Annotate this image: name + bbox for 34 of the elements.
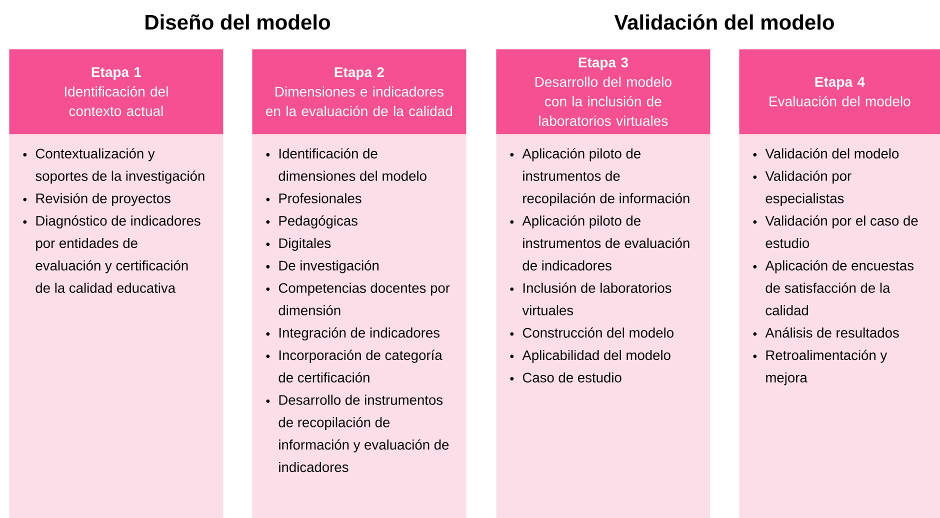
list-item: Validación por el caso de estudio [753, 215, 918, 248]
list-item: Aplicación piloto de instrumentos de recopilación de información [510, 148, 690, 206]
stage-panel [739, 134, 940, 518]
list-item: Validación por especialistas [753, 170, 852, 206]
list-item: Caso de estudio [510, 372, 622, 382]
list-item: Diagnóstico de indicadores por entidades de evaluación y certificación de la calidad educativa [23, 215, 200, 293]
stage-header: Etapa 1 Identificación del contexto actual [9, 49, 224, 134]
list-item: Aplicabilidad del modelo [510, 350, 670, 363]
list-item: Construcción del modelo [510, 327, 674, 338]
list-item: Pedagógicas [266, 215, 358, 228]
list-item: Validación del modelo [753, 148, 899, 158]
stage-header: Etapa 2 Dimensiones e indicadores en la evaluación de la calidad [252, 49, 466, 134]
section-heading: Validación del modelo [614, 14, 834, 30]
list-item: Aplicación piloto de instrumentos de evaluación de indicadores [510, 215, 690, 270]
list-item: Digitales [266, 238, 331, 251]
list-item: Análisis de resultados [753, 327, 899, 338]
list-item: Desarrollo de instrumentos de recopilación de información y evaluación de indicadores [266, 394, 449, 472]
list-item: Revisión de proyectos [23, 193, 170, 206]
section-heading: Diseño del modelo [146, 14, 330, 30]
list-item: Identificación de dimensiones del modelo [266, 148, 426, 181]
list-item: Retroalimentación y mejora [753, 350, 888, 386]
list-item: Aplicación de encuestas de satisfacción de la calidad [753, 260, 914, 316]
list-item: De investigación [266, 260, 379, 274]
list-item: Incorporación de categoría de certificación [266, 350, 442, 382]
list-item: Competencias docentes por dimensión [266, 282, 450, 316]
stage-header: Etapa 3 Desarrollo del modelo con la inclusión de laboratorios virtuales [496, 49, 710, 134]
stage-header: Etapa 4 Evaluación del modelo [739, 49, 940, 134]
list-item: Integración de indicadores [266, 327, 440, 340]
list-item: Profesionales [266, 193, 362, 204]
stage-panel [9, 134, 224, 518]
list-item: Contextualización y soportes de la investigación [23, 148, 204, 184]
stage-panel [252, 134, 466, 518]
stage-panel [496, 134, 710, 518]
list-item: Inclusión de laboratorios virtuales [510, 282, 672, 316]
